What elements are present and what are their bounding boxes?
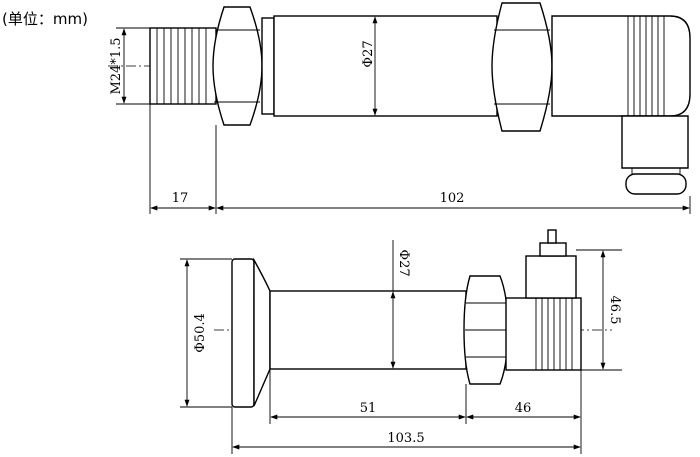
collar [261, 17, 275, 115]
bottom-connector [505, 229, 582, 371]
dim-connector-length: 46 [515, 401, 532, 416]
bottom-body-dia-label: Φ27 [396, 249, 411, 276]
bottom-view: Φ50.4 Φ27 46.5 51 46 103.5 [180, 229, 622, 454]
dim-total-length-top: 102 [440, 191, 465, 206]
bottom-hex-nut [463, 275, 509, 385]
unit-label: (单位：mm) [2, 10, 88, 28]
cable-gland [621, 115, 689, 195]
flange-flare [253, 257, 271, 407]
bottom-body-tube [269, 290, 467, 370]
flange-dia-label: Φ50.4 [193, 313, 208, 353]
thread-section [149, 27, 217, 105]
dim-body-length: 51 [360, 401, 377, 416]
hex-nut-2 [491, 2, 553, 132]
top-body-dia-label: Φ27 [361, 40, 376, 67]
main-tube [273, 15, 498, 117]
dim-thread-length: 17 [172, 191, 189, 206]
thread-label: M24*1.5 [109, 37, 124, 94]
flange-disk [231, 258, 255, 408]
dim-total-length-bottom: 103.5 [387, 431, 424, 446]
connector-housing [551, 15, 691, 117]
hex-nut-1 [212, 6, 263, 126]
connector-height-label: 46.5 [607, 296, 622, 325]
top-view: M24*1.5 Φ27 17 102 [108, 2, 691, 214]
